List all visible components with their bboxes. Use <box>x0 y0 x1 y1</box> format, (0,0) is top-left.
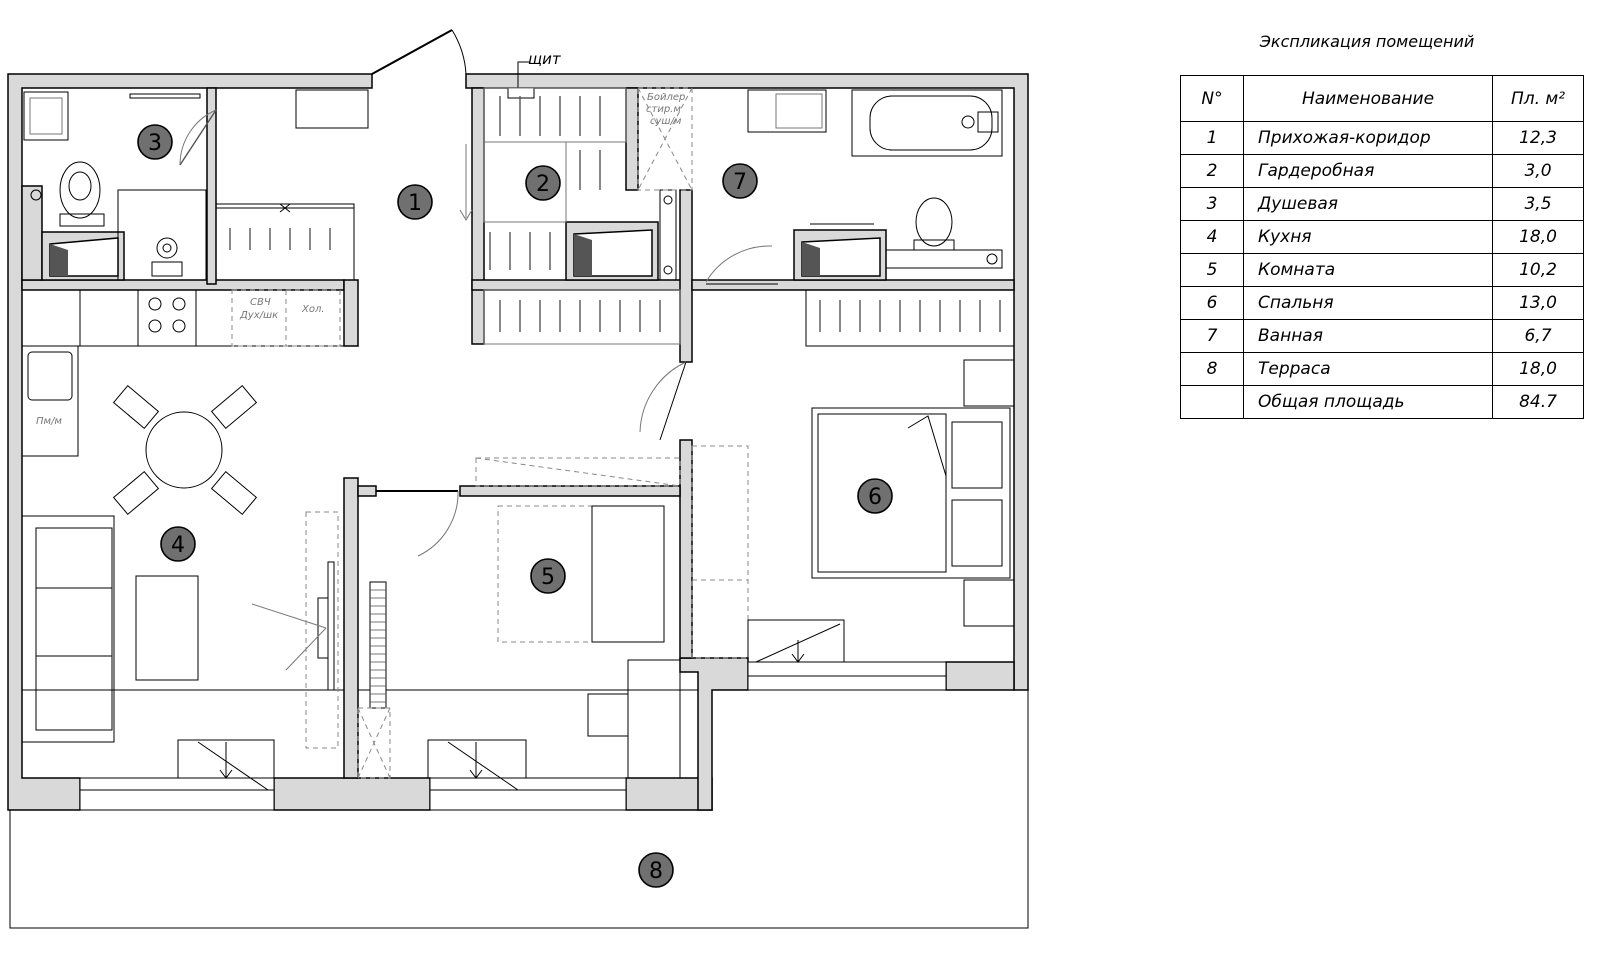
room-marker-7: 7 <box>722 163 758 199</box>
boiler-label: Бойлер <box>647 92 685 103</box>
row-num: 1 <box>1180 121 1244 155</box>
row-area: 84.7 <box>1492 385 1584 419</box>
row-num: 6 <box>1180 286 1244 320</box>
row-area: 18,0 <box>1492 352 1584 386</box>
table-header-row: N° Наименование Пл. м² <box>1180 75 1584 122</box>
wall-shower-right <box>206 87 217 285</box>
svg-text:5: 5 <box>541 565 555 590</box>
row-num: 5 <box>1180 253 1244 287</box>
shield-label: щит <box>528 50 562 68</box>
fridge-label: Хол. <box>301 304 325 315</box>
svg-text:6: 6 <box>868 485 882 510</box>
room-marker-2: 2 <box>525 165 561 201</box>
row-num: 7 <box>1180 319 1244 353</box>
svg-text:7: 7 <box>733 170 747 195</box>
row-num: 3 <box>1180 187 1244 221</box>
bathroom-fixtures <box>705 89 1003 285</box>
row-name: Терраса <box>1243 352 1493 386</box>
dishwasher-label: Пм/м <box>36 416 62 427</box>
room-marker-8: 8 <box>638 852 674 888</box>
washer-label: стир.м <box>646 104 681 115</box>
oven-label: Дух/шк <box>239 310 278 321</box>
outer-wall <box>7 73 373 811</box>
dryer-label: суш/м <box>650 116 682 127</box>
header-area: Пл. м² <box>1492 75 1584 122</box>
row-name: Комната <box>1243 253 1493 287</box>
row-num: 4 <box>1180 220 1244 254</box>
room-marker-6: 6 <box>857 478 893 514</box>
microwave-label: СВЧ <box>250 297 271 308</box>
header-name: Наименование <box>1243 75 1493 122</box>
vent-shaft <box>41 221 887 281</box>
room-marker-3: 3 <box>137 124 173 160</box>
row-num: 8 <box>1180 352 1244 386</box>
room5-fixtures <box>357 457 681 791</box>
svg-text:2: 2 <box>536 172 550 197</box>
row-area: 3,5 <box>1492 187 1584 221</box>
wall-room5-top <box>459 485 681 497</box>
shower-room-fixtures <box>23 91 217 281</box>
wall-kitchen-hall <box>343 279 359 347</box>
row-num <box>1180 385 1244 419</box>
boiler-niche: Бойлер стир.м суш/м <box>637 87 693 191</box>
wall-bath-bottom <box>691 279 1015 291</box>
wall-closet-bottom <box>471 279 685 291</box>
svg-text:4: 4 <box>171 533 185 558</box>
wall-shower-kitchen <box>21 279 345 291</box>
electric-panel: щит <box>507 50 562 99</box>
window-left <box>79 777 275 811</box>
row-name: Кухня <box>1243 220 1493 254</box>
wardrobe-fixtures <box>483 87 681 345</box>
kitchen-fixtures: СВЧ Дух/шк Хол. Пм/м <box>21 289 345 791</box>
row-name: Общая площадь <box>1243 385 1493 419</box>
outer-wall-bottom <box>273 777 431 811</box>
room-marker-5: 5 <box>530 558 566 594</box>
wall-bath-left <box>679 189 693 363</box>
wall-closet-left <box>471 87 485 345</box>
row-area: 18,0 <box>1492 220 1584 254</box>
wall-room-bedroom <box>679 439 693 659</box>
explication-title: Экспликация помещений <box>1259 32 1475 51</box>
wall-room5-top-left <box>357 485 377 497</box>
header-num: N° <box>1180 75 1244 122</box>
row-area: 10,2 <box>1492 253 1584 287</box>
outer-wall-bottom-right <box>945 661 1015 691</box>
entrance-door <box>371 29 467 75</box>
row-area: 6,7 <box>1492 319 1584 353</box>
row-name: Спальня <box>1243 286 1493 320</box>
room-marker-1: 1 <box>397 184 433 220</box>
row-name: Прихожая-коридор <box>1243 121 1493 155</box>
svg-text:3: 3 <box>148 131 162 156</box>
row-name: Гардеробная <box>1243 154 1493 188</box>
room-marker-4: 4 <box>160 526 196 562</box>
row-num: 2 <box>1180 154 1244 188</box>
hallway-fixtures <box>215 89 473 281</box>
bedroom-fixtures <box>639 289 1015 663</box>
wall-tech-niche <box>625 87 639 191</box>
row-area: 3,0 <box>1492 154 1584 188</box>
row-area: 13,0 <box>1492 286 1584 320</box>
wall-hall-kitchen-lower <box>343 477 359 779</box>
row-name: Душевая <box>1243 187 1493 221</box>
wall-shower-inner <box>21 185 43 281</box>
row-name: Ванная <box>1243 319 1493 353</box>
window-middle <box>429 777 627 811</box>
row-area: 12,3 <box>1492 121 1584 155</box>
svg-text:8: 8 <box>649 859 663 884</box>
svg-text:1: 1 <box>408 191 422 216</box>
floor-plan: щит <box>7 29 1029 929</box>
